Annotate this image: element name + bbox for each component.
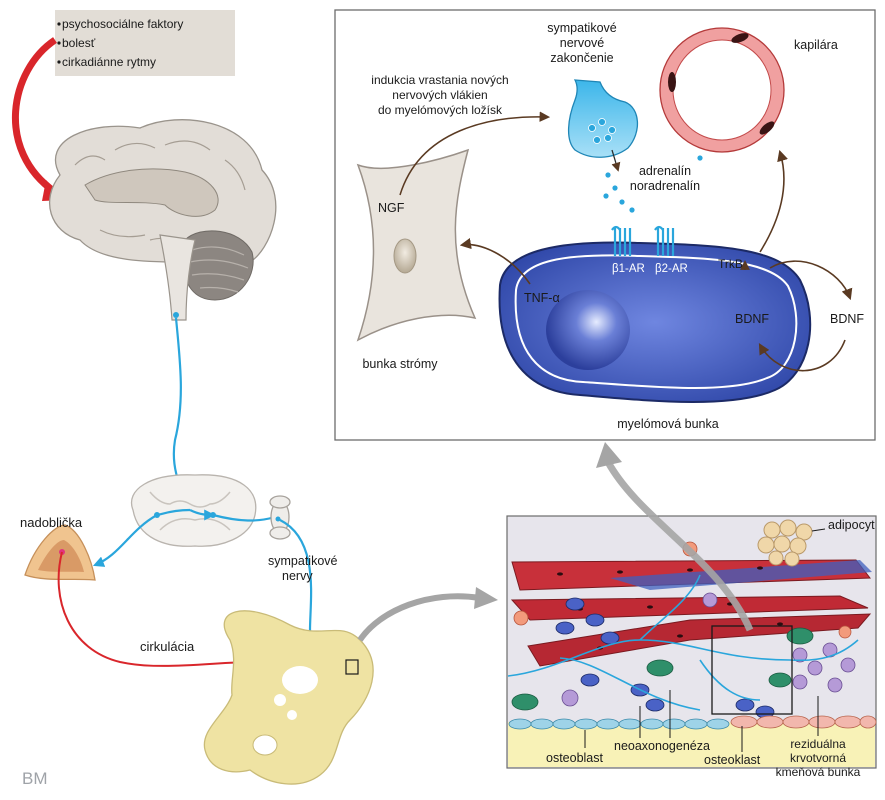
adipocyte-label: adipocyt [828, 518, 875, 532]
stem-cell-label: kmeňová bunka [776, 765, 861, 779]
factor-item: psychosociálne faktory [62, 17, 183, 31]
osteoblast-layer [508, 718, 730, 730]
noradrenaline-label: noradrenalín [630, 179, 700, 193]
sympathetic-nerves-label: nervy [282, 569, 313, 583]
induction-label: do myelómových ložísk [378, 103, 503, 117]
beta2-receptor-label: β2-AR [655, 263, 688, 275]
capillary-label: kapilára [794, 38, 838, 52]
sympathetic-ganglion [269, 495, 291, 540]
stroma-cell-label: bunka strómy [362, 357, 438, 371]
bdnf-outer-label: BDNF [830, 312, 864, 326]
signature: BM [22, 769, 48, 788]
factor-item: bolesť [62, 36, 96, 50]
cell-inset: sympatikové nervové zakončenie kapilára … [334, 9, 876, 441]
ngf-label: NGF [378, 201, 405, 215]
capillary [659, 27, 785, 153]
stem-cell-label: reziduálna [790, 737, 846, 751]
factors-box: psychosociálne faktory bolesť cirkadiánn… [55, 10, 235, 76]
osteoblast-label: osteoblast [546, 751, 604, 765]
sympathetic-nerves-label: sympatikové [268, 554, 338, 568]
stroma-cell [356, 148, 477, 342]
beta1-receptor-label: β1-AR [612, 263, 645, 275]
brain [49, 119, 277, 321]
osteoclast-label: osteoklast [704, 753, 761, 767]
tnfa-label: TNF-α [524, 291, 560, 305]
trkb-label: TrkB [718, 257, 743, 271]
myeloma-cell-label: myelómová bunka [617, 417, 718, 431]
osteoclast-layer [730, 715, 877, 729]
adrenal-gland [24, 524, 96, 581]
induction-label: indukcia vrastania nových [371, 73, 508, 87]
bdnf-inner-label: BDNF [735, 312, 769, 326]
nerve-ending-label: sympatikové [547, 21, 617, 35]
factor-item: cirkadiánne rytmy [62, 55, 156, 69]
myeloma-cell [498, 225, 812, 403]
nerve-ending-label: zakončenie [550, 51, 613, 65]
neoaxonogenesis-label: neoaxonogenéza [614, 739, 710, 753]
adrenaline-label: adrenalín [639, 164, 691, 178]
zoom-arrow-marrow [357, 593, 481, 642]
circulation-label: cirkulácia [140, 639, 195, 654]
stress-arrow [11, 37, 58, 195]
stem-cell-label: krvotvorná [790, 751, 846, 765]
nerve-ending-label: nervové [560, 36, 605, 50]
adrenal-label: nadoblička [20, 515, 83, 530]
pelvis [203, 610, 374, 785]
adipocyte-cluster [757, 519, 813, 567]
zoom-arrow-inset [604, 460, 754, 632]
marrow-panel: adipocyt osteoblast neoaxonogenéza osteo… [506, 515, 877, 779]
induction-label: nervových vlákien [392, 88, 487, 102]
